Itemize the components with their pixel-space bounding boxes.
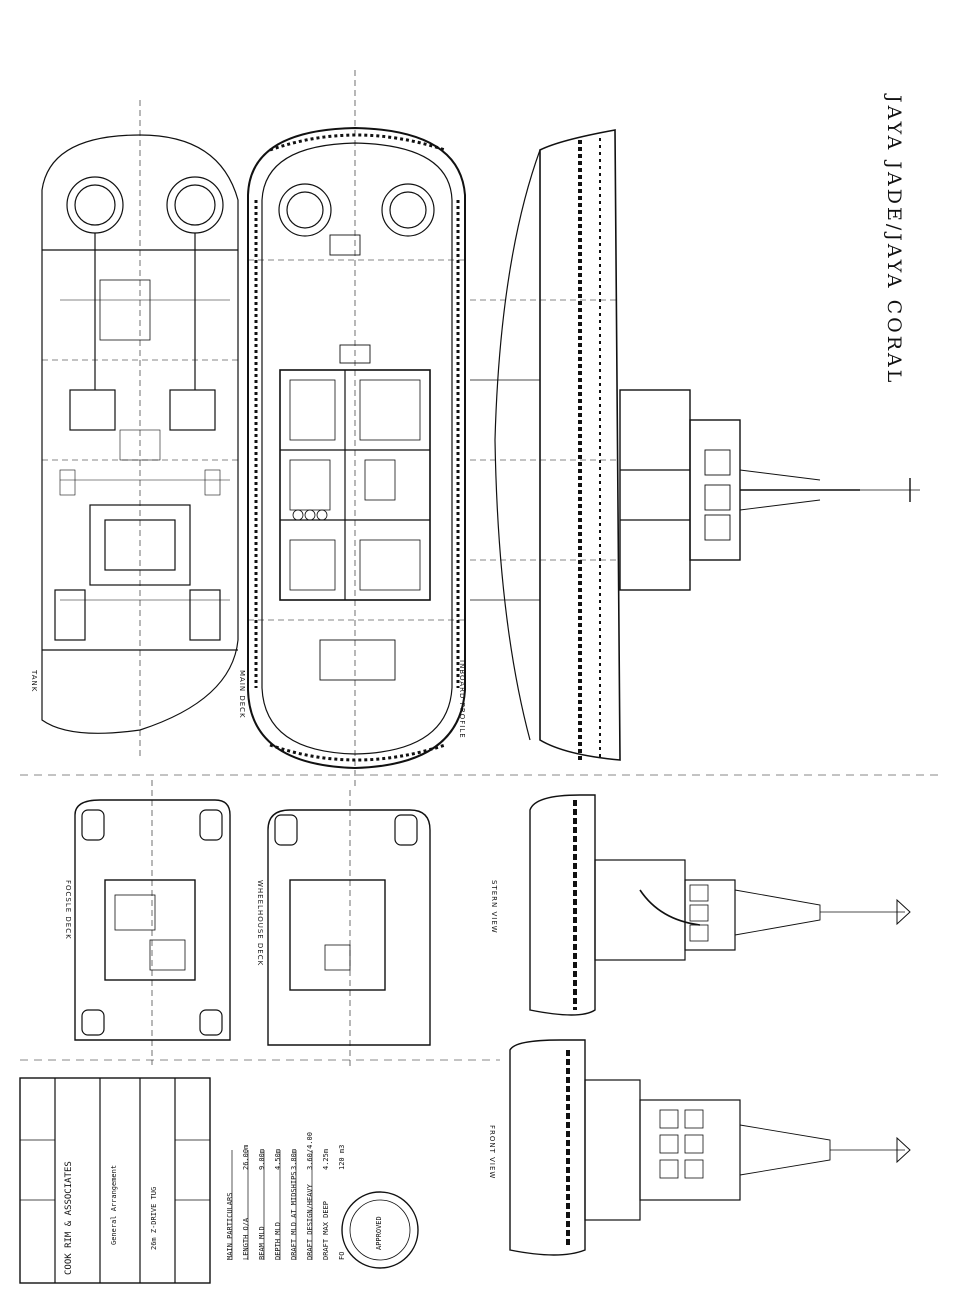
label-wheelhouse-deck: WHEELHOUSE DECK [256, 880, 264, 967]
drawing-name: General Arrangement [110, 1164, 118, 1245]
title-block [19, 1077, 211, 1284]
particular-row-label: BEAM MLD [258, 1226, 266, 1260]
stamp-text: APPROVED [375, 1216, 383, 1250]
label-inboard-profile: INBOARD PROFILE [458, 660, 466, 739]
particular-row-value: 9.00m [258, 1148, 266, 1170]
inboard-profile [470, 129, 920, 761]
particulars-lines [231, 1150, 313, 1260]
particular-row-label: DRAFT MAX DEEP [322, 1200, 330, 1260]
particular-row-label: DRAFT DESIGN/HEAVY [306, 1184, 314, 1260]
focsle-deck-plan [74, 780, 231, 1065]
drawing-title: JAYA JADE/JAYA CORAL [883, 95, 905, 386]
particular-row-value: 120 m3 [338, 1144, 346, 1170]
approval-stamp [341, 1191, 419, 1269]
particular-row-label: FO [338, 1251, 346, 1260]
particular-row-label: DEPTH MLD [274, 1222, 282, 1260]
particular-row-value: 4.50m [274, 1148, 282, 1170]
main-deck-plan [247, 70, 466, 790]
construction-lines [20, 774, 940, 1061]
particular-row-value: 4.25m [322, 1148, 330, 1170]
particular-row-value: 26.00m [242, 1144, 250, 1170]
particular-row-value: 3.80m [290, 1148, 298, 1170]
company-name: COOK RIM & ASSOCIATES [64, 1161, 74, 1275]
lower-deck-plan [41, 100, 239, 760]
particular-row-label: DRAFT MLD AT MIDSHIPS [290, 1171, 298, 1260]
label-front-view: FRONT VIEW [488, 1125, 496, 1180]
label-stern-view: STERN VIEW [490, 880, 498, 934]
label-main-deck: MAIN DECK [238, 670, 246, 719]
label-focsle-deck: FOCSLE DECK [64, 880, 72, 940]
particular-row-value: 3.60/4.00 [306, 1132, 314, 1170]
wheelhouse-deck-plan [267, 790, 431, 1070]
stern-view [529, 794, 911, 1016]
particular-row-label: LENGTH O/A [242, 1217, 250, 1260]
vessel-type: 26m Z-DRIVE TUG [150, 1186, 158, 1250]
label-lower-deck: TANK [30, 670, 38, 693]
front-view [509, 1039, 911, 1256]
particulars-heading: MAIN PARTICULARS [226, 1192, 234, 1260]
